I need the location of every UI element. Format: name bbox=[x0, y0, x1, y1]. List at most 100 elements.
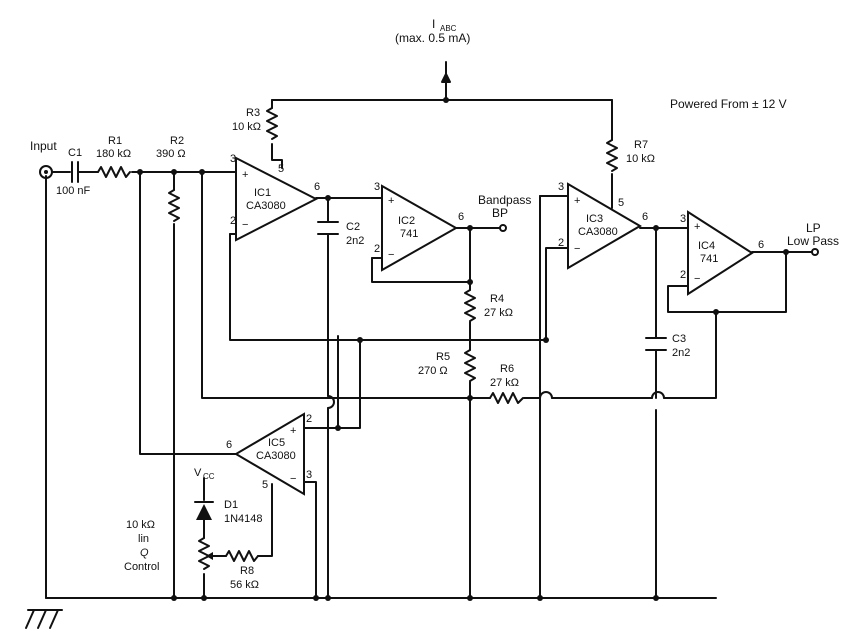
r7-value: 10 kΩ bbox=[626, 153, 655, 165]
diode-d1 bbox=[194, 501, 214, 520]
resistor-r5 bbox=[464, 349, 476, 382]
resistor-r4 bbox=[464, 289, 476, 322]
ic1-pin6: 6 bbox=[314, 181, 320, 193]
c2-value: 2n2 bbox=[346, 235, 364, 247]
opamp-ic3 bbox=[567, 182, 642, 270]
r4-value: 27 kΩ bbox=[484, 307, 513, 319]
ground-icon bbox=[25, 609, 63, 629]
r4-label: R4 bbox=[490, 293, 504, 305]
ic2-pin6: 6 bbox=[458, 211, 464, 223]
pot-lin: lin bbox=[138, 533, 149, 545]
ic1-minus: − bbox=[242, 219, 248, 231]
ic3-label: IC3 bbox=[586, 213, 603, 225]
resistor-r8 bbox=[225, 550, 259, 562]
ic2-pin2: 2 bbox=[374, 243, 380, 255]
ic3-plus: + bbox=[574, 195, 580, 207]
ic5-type: CA3080 bbox=[256, 450, 296, 462]
ic2-label: IC2 bbox=[398, 215, 415, 227]
c2-label: C2 bbox=[346, 221, 360, 233]
r8-value: 56 kΩ bbox=[230, 579, 259, 591]
r1-label: R1 bbox=[108, 135, 122, 147]
ic3-minus: − bbox=[574, 243, 580, 255]
ic4-pin3: 3 bbox=[680, 213, 686, 225]
vcc-sub: CC bbox=[203, 472, 215, 481]
capacitor-c3 bbox=[645, 337, 667, 351]
ic4-pin6: 6 bbox=[758, 239, 764, 251]
ic3-pin5: 5 bbox=[618, 197, 624, 209]
ic2-minus: − bbox=[388, 249, 394, 261]
r5-value: 270 Ω bbox=[418, 365, 448, 377]
c1-label: C1 bbox=[68, 147, 82, 159]
ic3-pin2: 2 bbox=[558, 237, 564, 249]
pot-q: Q bbox=[140, 547, 149, 559]
ic3-pin3: 3 bbox=[558, 181, 564, 193]
opamp-ic5 bbox=[234, 412, 305, 496]
resistor-r6 bbox=[489, 392, 524, 404]
ic5-pin6: 6 bbox=[226, 439, 232, 451]
potentiometer-q bbox=[198, 537, 217, 570]
c3-value: 2n2 bbox=[672, 347, 690, 359]
ic2-pin3: 3 bbox=[374, 181, 380, 193]
pot-value: 10 kΩ bbox=[126, 519, 155, 531]
vcc-label: V bbox=[194, 467, 202, 479]
wires bbox=[45, 61, 813, 599]
d1-value: 1N4148 bbox=[224, 513, 263, 525]
ic1-label: IC1 bbox=[254, 187, 271, 199]
ic5-label: IC5 bbox=[268, 437, 285, 449]
ic1-type: CA3080 bbox=[246, 200, 286, 212]
ic5-pin3: 3 bbox=[306, 469, 312, 481]
resistor-r7 bbox=[606, 139, 618, 172]
resistor-r2 bbox=[168, 189, 180, 222]
ic1-pin3: 3 bbox=[230, 153, 236, 165]
ic5-minus: − bbox=[290, 473, 296, 485]
r2-label: R2 bbox=[170, 135, 184, 147]
ic4-plus: + bbox=[694, 221, 700, 233]
ic4-pin2: 2 bbox=[680, 269, 686, 281]
ic5-pin2: 2 bbox=[306, 413, 312, 425]
r3-value: 10 kΩ bbox=[232, 121, 261, 133]
r6-label: R6 bbox=[500, 363, 514, 375]
ic4-type: 741 bbox=[700, 253, 718, 265]
ic5-pin5: 5 bbox=[262, 479, 268, 491]
r7-label: R7 bbox=[634, 139, 648, 151]
iabc-sub: ABC bbox=[440, 24, 457, 33]
c1-value: 100 nF bbox=[56, 185, 91, 197]
lowpass-label: Low Pass bbox=[787, 234, 839, 248]
input-label: Input bbox=[30, 139, 57, 153]
ic5-plus: + bbox=[290, 425, 296, 437]
bandpass-label: Bandpass bbox=[478, 193, 531, 207]
resistor-r1 bbox=[97, 166, 131, 178]
bp-terminal bbox=[499, 224, 507, 232]
c3-label: C3 bbox=[672, 333, 686, 345]
pot-control: Control bbox=[124, 561, 159, 573]
capacitor-c2 bbox=[317, 221, 339, 235]
input-jack bbox=[39, 165, 53, 179]
lp-label: LP bbox=[806, 221, 821, 235]
ic3-type: CA3080 bbox=[578, 226, 618, 238]
ic4-minus: − bbox=[694, 273, 700, 285]
ic1-pin5: 5 bbox=[278, 163, 284, 175]
r2-value: 390 Ω bbox=[156, 148, 186, 160]
r6-value: 27 kΩ bbox=[490, 377, 519, 389]
r3-label: R3 bbox=[246, 107, 260, 119]
r8-label: R8 bbox=[240, 565, 254, 577]
pin-numbers: 3 2 5 6 + − 3 2 6 + − 3 2 5 6 + − 3 2 6 … bbox=[226, 153, 764, 491]
ic1-pin2: 2 bbox=[230, 215, 236, 227]
ic1-plus: + bbox=[242, 169, 248, 181]
bp-label: BP bbox=[492, 206, 508, 220]
iabc-max: (max. 0.5 mA) bbox=[395, 31, 470, 45]
ic2-plus: + bbox=[388, 195, 394, 207]
opamp-ic1 bbox=[235, 156, 319, 242]
opamp-ic2 bbox=[381, 184, 459, 272]
r1-value: 180 kΩ bbox=[96, 148, 131, 160]
opamp-ic4 bbox=[687, 210, 754, 296]
r5-label: R5 bbox=[436, 351, 450, 363]
junctions bbox=[137, 97, 789, 601]
capacitor-c1 bbox=[71, 161, 79, 183]
ic3-pin6: 6 bbox=[642, 211, 648, 223]
iabc-label: I bbox=[432, 17, 435, 31]
ic4-label: IC4 bbox=[698, 240, 715, 252]
ic2-type: 741 bbox=[400, 228, 418, 240]
lp-terminal bbox=[811, 248, 819, 256]
